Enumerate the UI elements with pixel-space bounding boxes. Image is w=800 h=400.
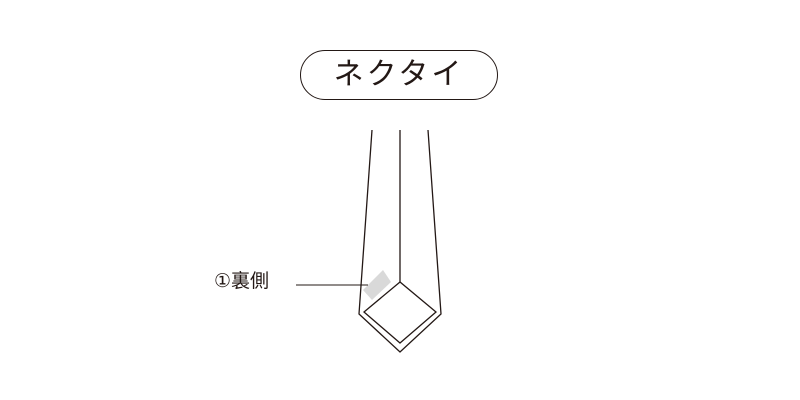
tie-left-edge — [358, 129, 442, 353]
callout-label-reverse-side: ①裏側 — [214, 270, 270, 292]
title-badge: ネクタイ — [300, 50, 498, 100]
reverse-side-marker — [363, 270, 391, 300]
diagram-title: ネクタイ — [333, 57, 465, 92]
tie-tip-inner — [362, 281, 438, 344]
